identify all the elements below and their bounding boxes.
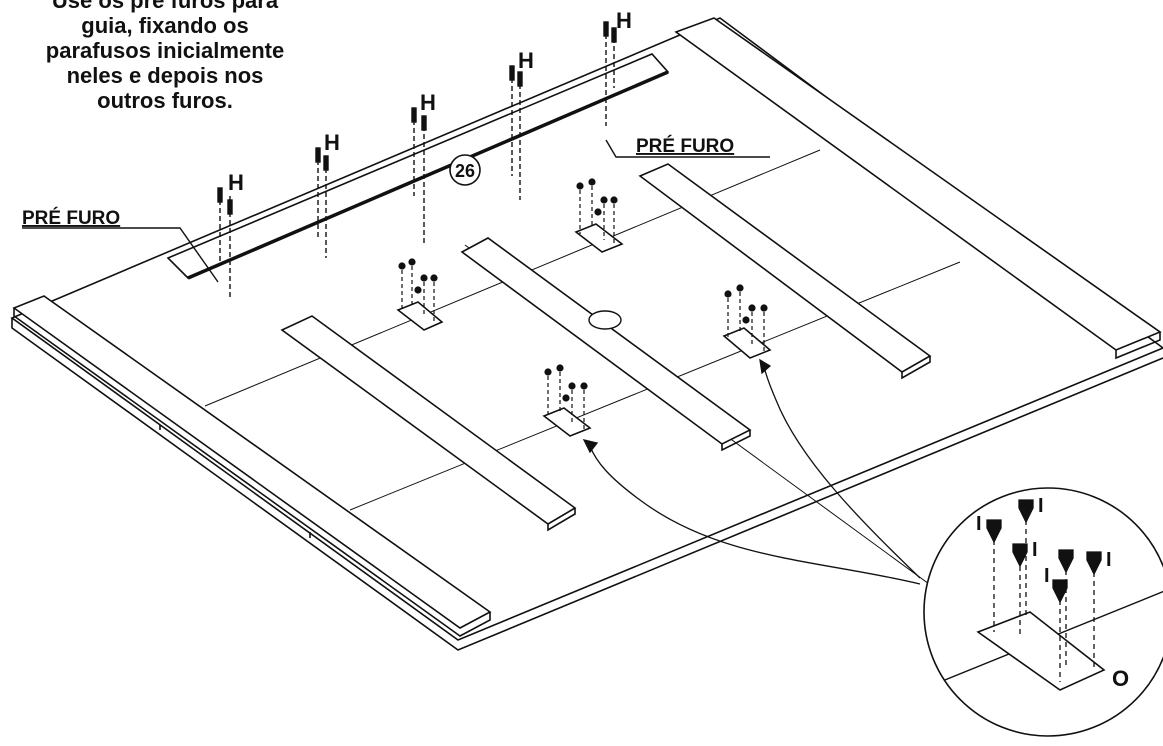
plate-screws-3 — [724, 284, 768, 352]
plate-screws-2 — [576, 178, 618, 246]
plate-screws — [398, 178, 768, 430]
plate-2 — [574, 223, 624, 253]
detail-view: I I I I I O — [923, 487, 1163, 737]
svg-text:H: H — [518, 48, 534, 73]
svg-text:H: H — [616, 8, 632, 33]
rail-screw-1 — [217, 187, 233, 300]
rail-screw-2 — [315, 147, 329, 258]
detail-arrows — [582, 358, 921, 585]
part-number-26: 26 — [449, 154, 481, 186]
svg-text:I: I — [1044, 565, 1050, 587]
plate-1 — [396, 301, 444, 331]
pre-furo-right-label: PRÉ FURO — [636, 135, 734, 157]
top-rail-part-26 — [166, 53, 670, 280]
cross-slats — [280, 163, 932, 532]
slat-3 — [638, 163, 932, 380]
detail-screws — [986, 499, 1102, 682]
rail-screw-3 — [411, 107, 427, 246]
svg-text:I: I — [1032, 539, 1038, 561]
rail-screw-5 — [603, 21, 617, 126]
detail-letters-i: I I I I I — [976, 495, 1112, 587]
instruction-text: Use os pré furos para guia, fixando os p… — [45, 0, 285, 113]
svg-text:H: H — [228, 170, 244, 195]
detail-plate — [976, 611, 1106, 691]
slat-1 — [280, 315, 577, 532]
svg-text:H: H — [420, 90, 436, 115]
pre-furo-right-callout: PRÉ FURO — [605, 135, 770, 158]
svg-text:26: 26 — [455, 161, 475, 181]
plate-screws-4 — [544, 364, 588, 430]
plate-3 — [722, 327, 772, 359]
svg-text:I: I — [1038, 495, 1044, 517]
detail-letter-o: O — [1112, 666, 1129, 691]
left-side-rail — [12, 295, 492, 637]
plate-4 — [542, 407, 592, 437]
screw-letters-h: H H H H H — [228, 8, 632, 195]
svg-text:I: I — [976, 513, 982, 535]
mounting-plates — [396, 223, 772, 437]
pre-furo-left-callout: PRÉ FURO — [22, 207, 219, 283]
svg-text:H: H — [324, 130, 340, 155]
pre-furo-left-label: PRÉ FURO — [22, 207, 120, 229]
center-hole — [588, 310, 622, 330]
right-side-rail — [674, 17, 1162, 360]
rail-screws — [217, 21, 617, 300]
rail-screw-4 — [509, 65, 523, 200]
svg-text:I: I — [1106, 549, 1112, 571]
plate-screws-1 — [398, 258, 438, 322]
slat-2 — [460, 237, 752, 452]
